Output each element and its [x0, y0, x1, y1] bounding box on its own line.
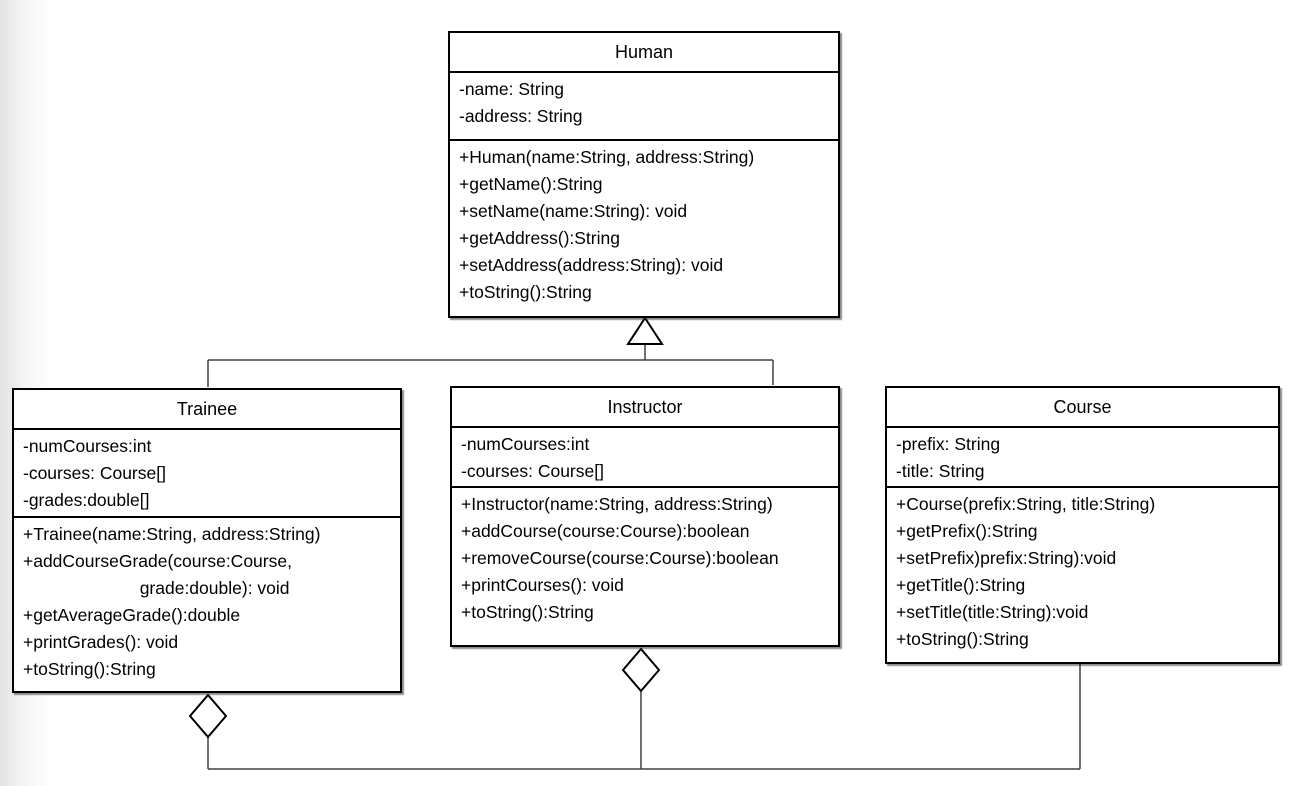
- member-line: +getAverageGrade():double: [23, 605, 241, 625]
- member-line: +toString():String: [23, 659, 156, 679]
- aggregation-diamond-instructor-icon: [621, 647, 661, 693]
- member-line: +toString():String: [459, 282, 592, 302]
- member-line: +Human(name:String, address:String): [459, 147, 755, 167]
- methods-section-human: +Human(name:String, address:String) +getN…: [450, 139, 838, 309]
- member-line: -numCourses:int: [23, 436, 152, 456]
- member-line: -courses: Course[]: [23, 463, 166, 483]
- member-line: -address: String: [459, 106, 583, 126]
- methods-section-trainee: +Trainee(name:String, address:String) +ad…: [14, 516, 400, 686]
- generalization-connector-lines: [207, 344, 774, 387]
- member-line: +toString():String: [461, 602, 594, 622]
- member-line: +setAddress(address:String): void: [459, 255, 724, 275]
- member-line: +toString():String: [896, 629, 1029, 649]
- class-box-instructor: Instructor -numCourses:int -courses: Cour…: [450, 386, 840, 647]
- class-box-trainee: Trainee -numCourses:int -courses: Course[…: [12, 388, 402, 693]
- member-line: +Instructor(name:String, address:String): [461, 494, 773, 514]
- member-line: -prefix: String: [896, 434, 1001, 454]
- attributes-section-course: -prefix: String -title: String: [887, 426, 1278, 486]
- member-line: +getAddress():String: [459, 228, 620, 248]
- class-box-course: Course -prefix: String -title: String +Co…: [885, 386, 1280, 664]
- class-title-course: Course: [1053, 396, 1112, 417]
- member-line: +setName(name:String): void: [459, 201, 688, 221]
- class-title-instructor: Instructor: [607, 396, 683, 417]
- methods-section-course: +Course(prefix:String, title:String) +get…: [887, 486, 1278, 656]
- attributes-section-instructor: -numCourses:int -courses: Course[]: [452, 426, 838, 486]
- attributes-section-human: -name: String -address: String: [450, 71, 838, 139]
- member-line: -grades:double[]: [23, 490, 150, 510]
- class-title-human: Human: [614, 41, 674, 62]
- member-line: -numCourses:int: [461, 434, 590, 454]
- member-line: +getPrefix():String: [896, 521, 1038, 541]
- member-line: +Trainee(name:String, address:String): [23, 524, 321, 544]
- member-line: grade:double): void: [23, 578, 290, 598]
- aggregation-diamond-trainee-icon: [188, 693, 228, 739]
- member-line: +setPrefix)prefix:String):void: [896, 548, 1117, 568]
- attributes-section-trainee: -numCourses:int -courses: Course[] -grades…: [14, 428, 400, 516]
- class-title-trainee: Trainee: [176, 398, 238, 419]
- member-line: +setTitle(title:String):void: [896, 602, 1089, 622]
- member-line: +getName():String: [459, 174, 603, 194]
- member-line: +Course(prefix:String, title:String): [896, 494, 1156, 514]
- methods-section-instructor: +Instructor(name:String, address:String)…: [452, 486, 838, 629]
- member-line: +removeCourse(course:Course):boolean: [461, 548, 779, 568]
- member-line: -courses: Course[]: [461, 461, 604, 481]
- inheritance-triangle-icon: [626, 316, 664, 345]
- member-line: -title: String: [896, 461, 985, 481]
- member-line: +printCourses(): void: [461, 575, 624, 595]
- member-line: -name: String: [459, 79, 565, 99]
- member-line: +addCourseGrade(course:Course,: [23, 551, 292, 571]
- member-line: +getTitle():String: [896, 575, 1026, 595]
- member-line: +printGrades(): void: [23, 632, 179, 652]
- member-line: +addCourse(course:Course):boolean: [461, 521, 750, 541]
- class-box-human: Human -name: String -address: String +Hum…: [448, 31, 840, 318]
